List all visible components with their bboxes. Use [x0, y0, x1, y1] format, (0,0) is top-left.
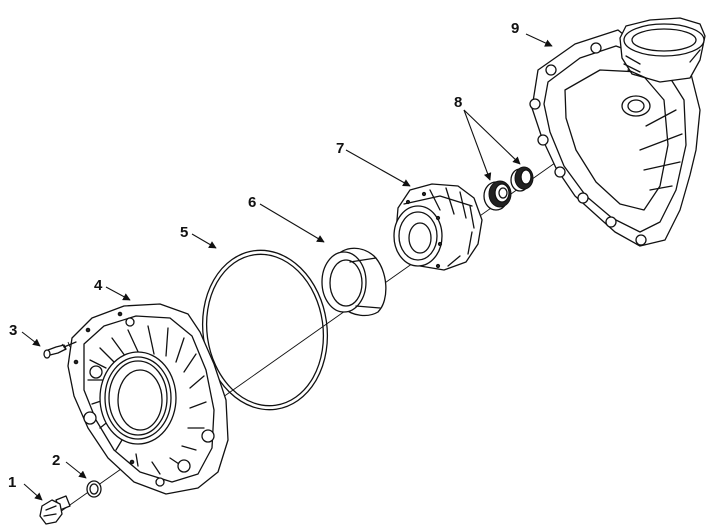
o-ring-small-icon: [86, 480, 102, 498]
shaft-seal-rotating: [483, 180, 512, 211]
leader-4: [105, 286, 131, 301]
callout-3: 3: [9, 322, 17, 339]
leader-5: [191, 233, 217, 249]
callout-2: 2: [52, 452, 60, 469]
pump-housing-icon: [529, 17, 706, 247]
leader-1: [23, 483, 43, 501]
faceplate-icon: [67, 303, 229, 495]
leader-8a: [463, 109, 492, 181]
callout-labels: 1 2 3 4 5 6 7 8 9: [8, 20, 519, 491]
callout-8: 8: [454, 94, 462, 111]
leader-9: [525, 33, 553, 47]
screw-icon: [43, 341, 77, 359]
callout-7: 7: [336, 140, 344, 157]
leader-7: [345, 149, 411, 187]
shaft-seal-stationary: [510, 166, 534, 192]
callout-1: 1: [8, 474, 16, 491]
callout-6: 6: [248, 194, 256, 211]
leader-lines: [21, 33, 553, 501]
leader-8b: [463, 109, 521, 165]
callout-5: 5: [180, 224, 188, 241]
callout-4: 4: [94, 277, 103, 294]
shaft-seal-icon: [483, 166, 534, 211]
impeller-icon: [393, 183, 483, 271]
leader-3: [21, 331, 41, 347]
drain-plug-icon: [39, 495, 71, 525]
leader-2: [65, 461, 87, 479]
wear-ring-icon: [321, 247, 387, 317]
callout-9: 9: [511, 20, 519, 37]
leader-6: [259, 203, 325, 243]
